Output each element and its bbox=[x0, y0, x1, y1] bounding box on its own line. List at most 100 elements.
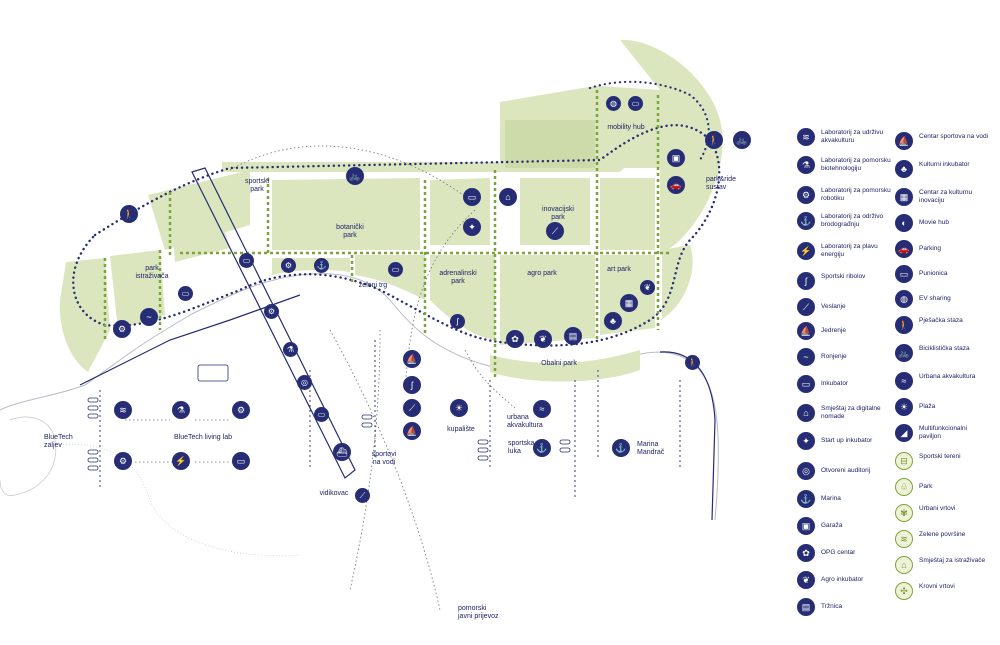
biotech-lab-icon: ⚗ bbox=[797, 156, 815, 174]
blue-energy-lab-icon[interactable]: ⚡ bbox=[172, 452, 190, 470]
incubator-icon[interactable]: ▭ bbox=[463, 188, 481, 206]
diving-icon[interactable]: ~ bbox=[140, 308, 158, 326]
charging-station-icon[interactable]: ▭ bbox=[178, 286, 193, 301]
marina-icon: ⚓ bbox=[797, 490, 815, 508]
legend-item: ~Ronjenje bbox=[797, 348, 937, 370]
label-adrenalinski-park: adrenalinski park bbox=[439, 270, 477, 285]
incubator-icon[interactable]: ▭ bbox=[388, 262, 403, 277]
incubator-icon: ▭ bbox=[797, 375, 815, 393]
open-auditorium-icon[interactable]: ◎ bbox=[297, 375, 312, 390]
label-marina-mandrac: Marina Mandrač bbox=[637, 441, 665, 456]
market-icon[interactable]: ▤ bbox=[564, 327, 582, 345]
legend-label: Laboratorij za održivo brodograđnju bbox=[821, 213, 884, 228]
culture-innovation-center-icon[interactable]: ▦ bbox=[620, 294, 638, 312]
legend-item: ▦ Centar za kulturnu inovaciju bbox=[895, 188, 1000, 210]
legend-label: Zelene površine bbox=[919, 531, 966, 538]
robotics-lab-icon[interactable]: ⚙ bbox=[232, 401, 250, 419]
pedestrian-path-icon[interactable]: 🚶 bbox=[685, 355, 700, 370]
culture-incubator-icon[interactable]: ♣ bbox=[604, 312, 622, 330]
researcher-housing-icon: ⌂ bbox=[895, 556, 913, 574]
legend-label: Parking bbox=[919, 245, 942, 252]
legend-item: ⌂ Smještaj za digitalne nomade bbox=[797, 404, 937, 426]
legend-item: ▤ Tržnica bbox=[797, 598, 937, 620]
fishing-icon[interactable]: ʃ bbox=[403, 376, 421, 394]
rowing-icon[interactable]: ⟋ bbox=[355, 488, 370, 503]
charging-station-icon[interactable]: ▭ bbox=[628, 96, 643, 111]
charging-station-icon[interactable]: ▭ bbox=[314, 407, 329, 422]
robotics-lab-icon[interactable]: ⚙ bbox=[281, 258, 296, 273]
green-grid-lines bbox=[103, 90, 670, 380]
marina-icon[interactable]: ⚓ bbox=[612, 439, 630, 457]
biotech-lab-icon[interactable]: ⚗ bbox=[283, 342, 298, 357]
robotics-lab-icon[interactable]: ⚙ bbox=[113, 320, 131, 338]
robotics-lab-icon[interactable]: ⚙ bbox=[114, 452, 132, 470]
legend-label: Centar sportova na vodi bbox=[919, 133, 989, 140]
agro-incubator-icon[interactable]: ❦ bbox=[534, 330, 552, 348]
bay-outline bbox=[59, 444, 301, 557]
agro-incubator-icon[interactable]: ❦ bbox=[640, 280, 655, 295]
rowing-icon[interactable]: ⟋ bbox=[546, 222, 564, 240]
legend-label: Plaža bbox=[919, 403, 936, 410]
nomad-housing-icon[interactable]: ⌂ bbox=[499, 188, 517, 206]
blue-energy-lab-icon: ⚡ bbox=[797, 242, 815, 260]
rowing-icon[interactable]: ⟋ bbox=[403, 399, 421, 417]
marina-icon[interactable]: ⚓ bbox=[533, 439, 551, 457]
beach-icon[interactable]: ☀ bbox=[450, 399, 468, 417]
culture-innovation-center-icon: ▦ bbox=[895, 188, 913, 206]
legend-item: ❦Agro inkubator bbox=[797, 571, 937, 593]
shipbuilding-lab-icon[interactable]: ⚓ bbox=[314, 258, 329, 273]
label-bluetech-living-lab: BlueTech living lab bbox=[174, 434, 232, 441]
incubator-icon[interactable]: ▭ bbox=[239, 253, 254, 268]
opg-center-icon[interactable]: ✿ bbox=[506, 330, 524, 348]
legend-label: Sportski ribolov bbox=[821, 273, 866, 280]
legend-label: Tržnica bbox=[821, 603, 843, 610]
urban-aquaculture-icon[interactable]: ≈ bbox=[533, 400, 551, 418]
legend-item: ✾Urbani vrtovi bbox=[895, 504, 1000, 526]
legend-item: ◍ EV sharing bbox=[895, 290, 1000, 312]
ferry-icon[interactable]: ⛴ bbox=[333, 443, 351, 461]
green-zones bbox=[59, 39, 723, 382]
legend-item: ⛵Centar sportova na vodi bbox=[895, 132, 1000, 154]
parking-icon[interactable]: 🚗 bbox=[667, 176, 685, 194]
legend-label: Laboratorij za plavu energiju bbox=[821, 243, 878, 258]
parking-icon: 🚗 bbox=[895, 240, 913, 258]
sailing-icon[interactable]: ⛵ bbox=[403, 422, 421, 440]
garage-icon[interactable]: ▣ bbox=[667, 149, 685, 167]
label-vidikovac: vidikovac bbox=[319, 490, 349, 497]
nomad-housing-icon: ⌂ bbox=[797, 404, 815, 422]
legend-label: Smještaj za digitalne nomade bbox=[821, 405, 881, 420]
fishing-icon[interactable]: ʃ bbox=[450, 314, 465, 329]
legend-label: Multifunkcionalni paviljon bbox=[919, 425, 968, 440]
pedestrian-path-icon[interactable]: 🚶 bbox=[705, 131, 723, 149]
water-sports-center-icon[interactable]: ⛵ bbox=[403, 350, 421, 368]
label-urbana-akvakultura: urbana akvakultura bbox=[507, 414, 543, 429]
legend-label: Urbana akvakultura bbox=[919, 373, 976, 380]
aquaculture-lab-icon[interactable]: ≋ bbox=[114, 401, 132, 419]
market-icon: ▤ bbox=[797, 598, 815, 616]
pier bbox=[191, 167, 356, 479]
legend-label: Smještaj za istraživače bbox=[919, 557, 986, 564]
legend-label: Centar za kulturnu inovaciju bbox=[919, 189, 973, 204]
legend-item: ◐Movie hub bbox=[895, 214, 1000, 236]
ev-sharing-icon: ◍ bbox=[895, 290, 913, 308]
robotics-lab-icon[interactable]: ⚙ bbox=[264, 304, 279, 319]
bicycle-path-icon[interactable]: 🚲 bbox=[346, 167, 364, 185]
bicycle-path-icon: 🚲 bbox=[895, 344, 913, 362]
legend-label: Ronjenje bbox=[821, 353, 847, 360]
charging-station-icon[interactable]: ▭ bbox=[232, 452, 250, 470]
legend-item: ♧Park bbox=[895, 478, 1000, 500]
legend-label: EV sharing bbox=[919, 295, 951, 302]
urban-gardens-icon: ✾ bbox=[895, 504, 913, 522]
legend-item: ✦Start up inkubator bbox=[797, 432, 937, 454]
legend-item: ⛵Jedrenje bbox=[797, 322, 937, 344]
legend-item: ✿OPG centar bbox=[797, 544, 937, 566]
pedestrian-path-icon[interactable]: 🚶 bbox=[120, 205, 138, 223]
culture-incubator-icon: ♣ bbox=[895, 160, 913, 178]
beach-icon: ☀ bbox=[895, 398, 913, 416]
startup-incubator-icon[interactable]: ✦ bbox=[463, 218, 481, 236]
label-park-ride: park&ride sustav bbox=[706, 176, 736, 191]
bicycle-path-icon[interactable]: 🚲 bbox=[733, 131, 751, 149]
biotech-lab-icon[interactable]: ⚗ bbox=[172, 401, 190, 419]
label-botanicki-park: botanički park bbox=[336, 224, 364, 239]
ev-sharing-icon[interactable]: ◍ bbox=[606, 96, 621, 111]
